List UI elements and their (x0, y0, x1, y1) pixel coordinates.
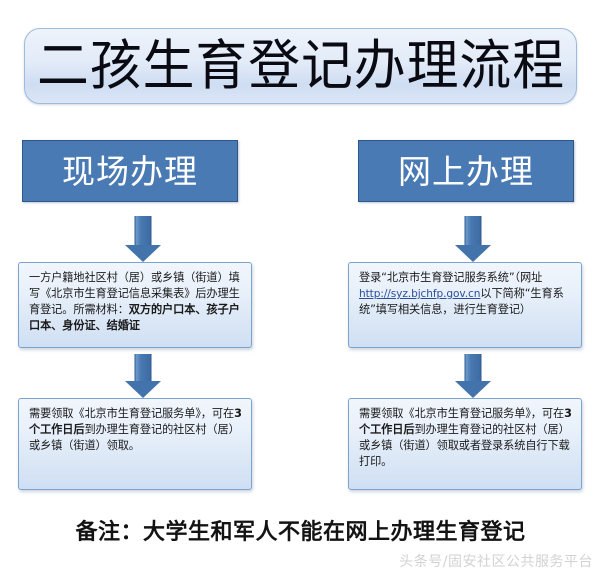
step-box-online-2: 需要领取《北京市生育登记服务单》，可在3个工作日后到办理生育登记的社区村（居）或… (348, 398, 582, 490)
branch-column-onsite: 现场办理 一方户籍地社区村（居）或乡镇（街道）填写《北京市生育登记信息采集表》后… (18, 140, 268, 490)
arrow-down-online-2 (455, 354, 491, 398)
step-box-online-1: 登录“北京市生育登记服务系统”（网址 http://syz.bjchfp.gov… (348, 262, 582, 348)
step-text-prefix: 登录“北京市生育登记服务系统”（网址 (359, 271, 543, 284)
spacer (18, 202, 268, 216)
watermark: 头条号/固安社区公共服务平台 (399, 554, 593, 570)
arrow-head (455, 381, 491, 398)
step-box-onsite-1: 一方户籍地社区村（居）或乡镇（街道）填写《北京市生育登记信息采集表》后办理生育登… (18, 262, 252, 348)
branch-column-online: 网上办理 登录“北京市生育登记服务系统”（网址 http://syz.bjchf… (348, 140, 598, 490)
arrow-down-onsite-2 (125, 354, 161, 398)
spacer (348, 202, 598, 216)
branch-header-label: 网上办理 (398, 151, 534, 191)
branch-header-label: 现场办理 (62, 151, 198, 191)
step-text-bold: 3个工作日后 (359, 407, 572, 436)
step-text-suffix: 到办理生育登记的社区村（居）或乡镇（街道）领取或者登录系统自行下载打印。 (359, 422, 570, 468)
step-text-suffix: 到办理生育登记的社区村（居）或乡镇（街道）领取。 (29, 422, 240, 452)
arrow-shaft (134, 216, 152, 246)
page-title: 二孩生育登记办理流程 (36, 34, 565, 97)
step-text-prefix: 需要领取《北京市生育登记服务单》，可在 (359, 407, 565, 420)
arrow-shaft (134, 354, 152, 382)
arrow-head (125, 381, 161, 398)
step-text-bold: 3个工作日后 (29, 407, 242, 436)
arrow-head (125, 245, 161, 262)
footer-note: 备注：大学生和军人不能在网上办理生育登记 (75, 519, 526, 545)
arrow-shaft (464, 216, 482, 246)
registration-system-url-link[interactable]: http://syz.bjchfp.gov.cn (359, 287, 481, 300)
step-text-suffix: 以下简称“生育系统”填写相关信息，进行生育登记） (359, 286, 564, 316)
step-text-prefix: 一方户籍地社区村（居）或乡镇（街道）填写《北京市生育登记信息采集表》后办理生育登… (29, 271, 240, 316)
arrow-shaft (464, 354, 482, 382)
arrow-down-onsite-1 (125, 216, 161, 262)
arrow-head (455, 245, 491, 262)
chart-title-banner: 二孩生育登记办理流程 (24, 28, 577, 104)
branch-header-onsite: 现场办理 (22, 140, 238, 202)
arrow-down-online-1 (455, 216, 491, 262)
branch-header-online: 网上办理 (358, 140, 574, 202)
step-text-bold: 双方的户口本、孩子户口本、身份证、结婚证 (29, 302, 240, 332)
step-text-prefix: 需要领取《北京市生育登记服务单》，可在 (29, 407, 235, 420)
step-box-onsite-2: 需要领取《北京市生育登记服务单》，可在3个工作日后到办理生育登记的社区村（居）或… (18, 398, 252, 490)
